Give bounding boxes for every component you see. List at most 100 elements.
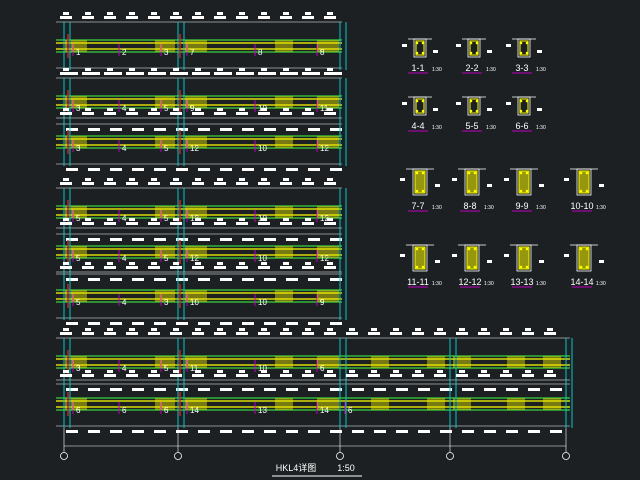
dimension-mark — [60, 182, 72, 185]
dimension-mark — [239, 218, 245, 221]
dimension-mark — [107, 178, 113, 181]
dimension-mark — [88, 128, 100, 131]
dimension-mark — [217, 370, 223, 373]
dimension-mark — [484, 430, 496, 433]
dimension-mark — [126, 72, 138, 75]
dimension-mark — [107, 12, 113, 15]
dimension-mark — [324, 266, 336, 269]
dimension-mark — [85, 108, 91, 111]
dimension-mark — [176, 128, 188, 131]
dimension-mark — [390, 374, 402, 377]
dimension-mark — [88, 168, 100, 171]
dimension-mark — [154, 128, 166, 131]
dimension-mark — [214, 182, 226, 185]
dimension-mark — [129, 68, 135, 71]
dimension-mark — [396, 430, 408, 433]
dimension-mark — [302, 374, 314, 377]
dimension-mark — [192, 112, 204, 115]
dimension-mark — [104, 222, 116, 225]
dimension-mark — [220, 168, 232, 171]
dimension-mark — [151, 370, 157, 373]
rebar-dot — [519, 51, 523, 55]
dimension-mark — [412, 332, 424, 335]
section-scale: 1:30 — [486, 125, 496, 131]
rebar-dot — [519, 41, 523, 45]
section-scale: 1:30 — [432, 281, 442, 287]
dimension-mark — [239, 12, 245, 15]
dimension-mark — [214, 332, 226, 335]
section-cut-label: 5 — [76, 298, 81, 307]
dimension-mark — [85, 12, 91, 15]
dimension-mark — [66, 238, 78, 241]
section-cut-label: 6 — [164, 406, 169, 415]
dimension-mark — [330, 278, 342, 281]
section-scale: 1:30 — [536, 281, 546, 287]
dimension-mark — [63, 108, 69, 111]
dimension-mark — [258, 182, 270, 185]
dimension-mark — [349, 328, 355, 331]
dimension-mark — [305, 68, 311, 71]
dimension-mark — [462, 430, 474, 433]
section-scale: 1:30 — [536, 205, 546, 211]
dimension-mark — [214, 112, 226, 115]
section-stirrup — [414, 246, 426, 270]
section-scale: 1:30 — [536, 67, 546, 73]
dimension-mark — [261, 68, 267, 71]
section-cut-label: 3 — [164, 298, 169, 307]
dimension-mark — [214, 72, 226, 75]
axis-bubble — [60, 452, 68, 460]
dimension-mark — [305, 178, 311, 181]
dimension-mark — [82, 182, 94, 185]
dimension-mark — [283, 68, 289, 71]
rebar-dot — [415, 99, 419, 103]
dimension-mark — [195, 12, 201, 15]
dimension-mark — [154, 388, 166, 391]
dimension-mark — [107, 328, 113, 331]
rebar-dot — [579, 171, 583, 175]
section-cut-label: 6 — [348, 406, 353, 415]
section-cut-label: 5 — [164, 144, 169, 153]
dimension-mark — [192, 72, 204, 75]
dimension-mark — [481, 328, 487, 331]
rebar-dot — [475, 51, 479, 55]
dimension-mark — [324, 222, 336, 225]
dimension-mark — [280, 16, 292, 19]
section-scale: 1:30 — [484, 205, 494, 211]
dimension-mark — [104, 16, 116, 19]
dimension-mark — [195, 218, 201, 221]
dimension-mark — [236, 222, 248, 225]
section-scale: 1:30 — [486, 67, 496, 73]
dimension-mark — [330, 322, 342, 325]
dimension-mark — [110, 128, 122, 131]
section-label: 4-4 — [411, 121, 424, 131]
dimension-mark — [88, 388, 100, 391]
dimension-mark — [242, 278, 254, 281]
dimension-mark — [82, 332, 94, 335]
dimension-mark — [327, 328, 333, 331]
section-annotation — [452, 254, 457, 257]
section-annotation — [539, 184, 544, 187]
dimension-mark — [151, 108, 157, 111]
rebar-dot — [585, 189, 589, 193]
dimension-mark — [236, 182, 248, 185]
dimension-mark — [173, 108, 179, 111]
dimension-mark — [528, 430, 540, 433]
dimension-mark — [220, 128, 232, 131]
dimension-mark — [283, 178, 289, 181]
dimension-mark — [280, 182, 292, 185]
section-label: 1-1 — [411, 63, 424, 73]
dimension-mark — [82, 222, 94, 225]
rebar-dot — [475, 41, 479, 45]
dimension-mark — [305, 218, 311, 221]
dimension-mark — [239, 262, 245, 265]
dimension-mark — [66, 322, 78, 325]
section-cut-label: 12 — [320, 144, 329, 153]
section-cut-label: 1 — [76, 48, 81, 57]
section-cut-label: 9 — [320, 298, 325, 307]
rebar-dot — [415, 247, 419, 251]
dimension-mark — [126, 222, 138, 225]
